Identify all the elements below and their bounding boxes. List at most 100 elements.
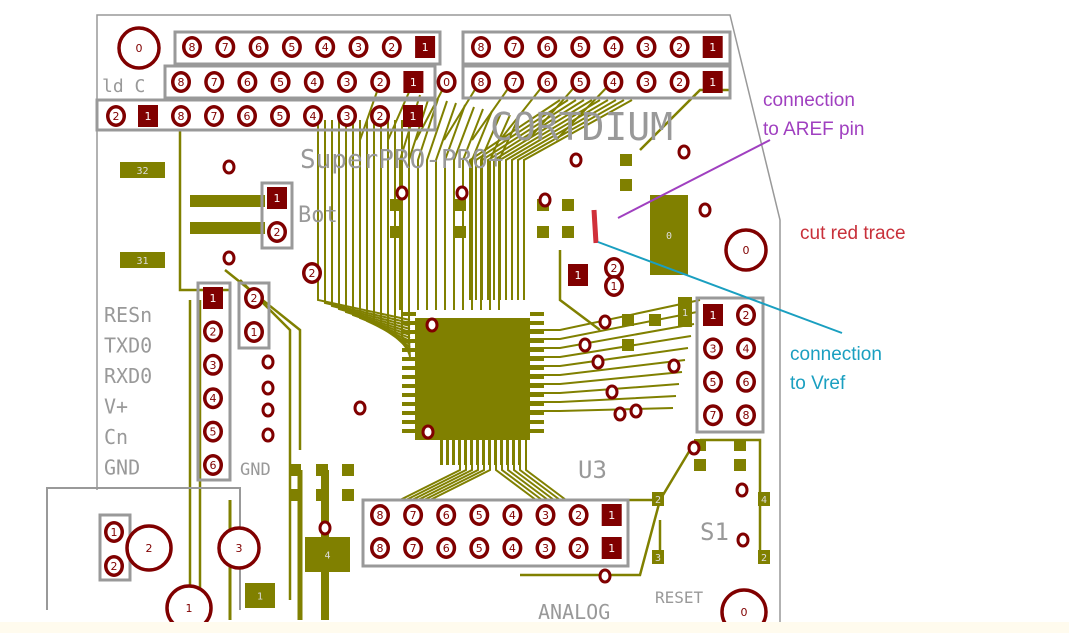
pad-top-right-row1: 2 bbox=[669, 36, 690, 58]
aref-annotation-line2: to AREF pin bbox=[763, 119, 865, 140]
pad-top-left-row3: 2 bbox=[106, 105, 126, 127]
switch-designator: S1 bbox=[700, 518, 729, 546]
pad-top-left-row1-hole bbox=[352, 39, 365, 55]
pad-left-col-label: 6 bbox=[210, 459, 217, 472]
copper-trace bbox=[331, 120, 411, 327]
chip-pin bbox=[402, 321, 416, 325]
pad-aux-label: 2 bbox=[611, 262, 618, 275]
chip-pin bbox=[402, 429, 416, 433]
pad-top-left-row1-hole bbox=[318, 39, 332, 55]
copper-trace bbox=[530, 407, 674, 412]
pad-bottom-row1: 8 bbox=[370, 504, 390, 526]
pad-top-left-row3-label: 8 bbox=[178, 110, 185, 123]
via bbox=[591, 354, 605, 370]
pad-bottom-row1-hole bbox=[439, 507, 453, 523]
pad-top-right-row1-label: 1 bbox=[709, 41, 716, 54]
pad-top-right-row1-hole bbox=[673, 39, 687, 55]
mounting-hole-label: 0 bbox=[136, 42, 143, 55]
header-box bbox=[361, 498, 630, 568]
chip-pin bbox=[476, 440, 479, 465]
via bbox=[613, 406, 627, 422]
mounting-hole-label: 0 bbox=[741, 606, 748, 619]
chip-pin bbox=[402, 393, 416, 397]
via bbox=[736, 532, 750, 548]
smd-pad bbox=[390, 226, 402, 238]
pad-bottom-row2-label: 4 bbox=[509, 542, 516, 555]
via bbox=[261, 354, 275, 370]
switch-pad-4-label: 4 bbox=[761, 495, 767, 506]
pad-top-left-row1: 8 bbox=[182, 36, 202, 58]
via bbox=[578, 337, 592, 353]
chip-pin bbox=[402, 357, 416, 361]
smd-pad bbox=[342, 464, 354, 476]
pad-top-left-row1-label: 2 bbox=[388, 41, 395, 54]
pad-top-left-row3-label: 1 bbox=[410, 110, 417, 123]
copper-trace bbox=[530, 359, 686, 376]
pad-top-right-row1-label: 2 bbox=[676, 41, 683, 54]
chip-pin bbox=[500, 440, 503, 465]
smd-pad bbox=[694, 459, 706, 471]
pad-bottom-row1-label: 5 bbox=[476, 509, 483, 522]
pad-top-right-row2: 6 bbox=[537, 71, 558, 93]
pad-bottom-row2-hole bbox=[406, 540, 420, 556]
pad-top-left-row2: 2 bbox=[370, 71, 391, 93]
pad-icsp-label: 4 bbox=[743, 342, 750, 355]
header-box bbox=[95, 98, 437, 132]
pad-top-left-row3: 8 bbox=[171, 105, 191, 127]
pad-bottom-row2-label: 3 bbox=[542, 542, 549, 555]
smd-pad bbox=[316, 489, 328, 501]
pad-bottom-row1-shape bbox=[601, 504, 622, 526]
pad-top-left-row3: 5 bbox=[270, 105, 290, 127]
via bbox=[667, 358, 681, 374]
smd-pad-32-label: 32 bbox=[136, 166, 148, 177]
pad-top-left-row3-shape bbox=[138, 105, 158, 127]
smd-pad bbox=[316, 464, 328, 476]
pad-icsp-hole bbox=[739, 374, 753, 390]
pad-top-left-row2: 3 bbox=[337, 71, 357, 93]
pad-top-right-row2-label: 5 bbox=[577, 76, 584, 89]
pad-top-left-row3-label: 7 bbox=[211, 110, 218, 123]
via bbox=[261, 427, 275, 443]
pad-top-left-row3-hole bbox=[240, 108, 254, 124]
cut-trace-marker bbox=[591, 209, 599, 244]
pad-top-right-row1: 5 bbox=[570, 36, 591, 58]
pad-bottom-row2-label: 5 bbox=[476, 542, 483, 555]
copper-trace bbox=[475, 99, 569, 300]
pad-icsp-shape bbox=[703, 304, 723, 326]
pad-icsp-label: 3 bbox=[710, 342, 717, 355]
copper-trace bbox=[530, 371, 683, 385]
via bbox=[425, 317, 439, 333]
pad-top-left-row3-hole bbox=[306, 108, 320, 124]
cut-trace-annotation: cut red trace bbox=[800, 223, 906, 244]
pad-icsp-label: 2 bbox=[743, 309, 750, 322]
pad-top-right-row2-hole bbox=[540, 74, 554, 90]
pad-bottom-row2-label: 6 bbox=[443, 542, 450, 555]
pad-left-col-label: 3 bbox=[210, 359, 217, 372]
mounting-hole bbox=[724, 228, 768, 272]
copper-trace bbox=[178, 130, 230, 292]
pad-top-right-row2-label: 4 bbox=[610, 76, 617, 89]
left-pin-label: TXD0 bbox=[104, 334, 152, 358]
pad-top-left-row1-hole bbox=[218, 39, 232, 55]
switch-pad-4 bbox=[758, 492, 770, 506]
pad-top-left-row2-label: 8 bbox=[178, 76, 185, 89]
header-box bbox=[461, 64, 732, 100]
copper-trace bbox=[338, 120, 411, 330]
pad-top-left-row3-label: 5 bbox=[277, 110, 284, 123]
chip-pin bbox=[446, 440, 449, 465]
pad-left-col2: 2 bbox=[244, 287, 264, 309]
header-box bbox=[163, 64, 437, 100]
pad-bottom-row1-label: 3 bbox=[542, 509, 549, 522]
pad-aux: 1 bbox=[604, 275, 624, 297]
via bbox=[261, 380, 275, 396]
pad-top-left-row1-label: 1 bbox=[422, 41, 429, 54]
smd-pad-31 bbox=[120, 252, 165, 268]
regulator-pad-label: 4 bbox=[324, 551, 330, 562]
copper-trace bbox=[700, 438, 762, 560]
pad-top-left-row3-label: 3 bbox=[344, 110, 351, 123]
mounting-hole bbox=[217, 526, 261, 570]
copper-trace bbox=[394, 120, 411, 354]
chip-pin bbox=[530, 312, 544, 316]
pad-top-left-row1-shape bbox=[415, 36, 436, 58]
pad-top-right-row2: 5 bbox=[570, 71, 591, 93]
